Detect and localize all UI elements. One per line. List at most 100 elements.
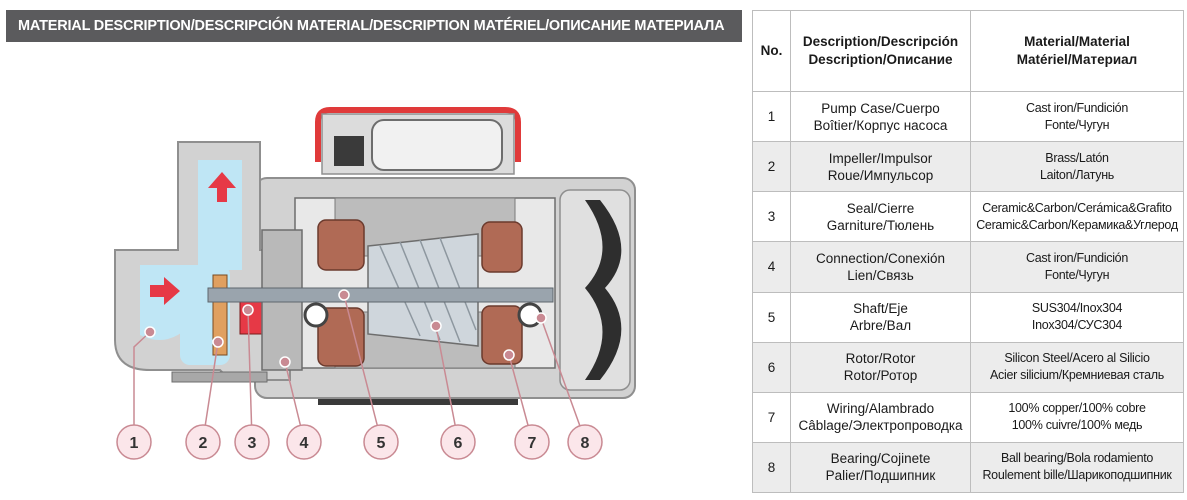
row-description-line-2: Rotor/Ротор bbox=[843, 368, 918, 384]
row-material-line-2: Fonte/Чугун bbox=[1044, 267, 1110, 282]
capacitor bbox=[371, 119, 503, 171]
row-material-line-2: 100% cuivre/100% медь bbox=[1011, 418, 1143, 433]
callout-3: 3 bbox=[234, 424, 270, 460]
header-material-line-2: Matériel/Материал bbox=[1016, 52, 1138, 67]
header-description-line-2: Description/Описание bbox=[808, 52, 953, 67]
row-no: 8 bbox=[752, 441, 791, 494]
row-description-line-1: Rotor/Rotor bbox=[845, 351, 916, 367]
row-description-line-2: Lien/Связь bbox=[847, 267, 914, 283]
table-header-row: No. Description/Descripción Description/… bbox=[752, 10, 1184, 92]
callout-label-6: 6 bbox=[454, 435, 463, 452]
header-material-line-1: Material/Material bbox=[1024, 34, 1130, 49]
callout-8: 8 bbox=[567, 424, 603, 460]
tie-bolt bbox=[171, 371, 268, 383]
row-material-line-1: Cast iron/Fundición bbox=[1026, 250, 1128, 265]
row-description-line-1: Wiring/Alambrado bbox=[826, 401, 935, 417]
callout-label-8: 8 bbox=[581, 435, 590, 452]
callout-label-4: 4 bbox=[300, 435, 309, 452]
outlet-flow-arrow-icon bbox=[208, 172, 236, 202]
material-table: No. Description/Descripción Description/… bbox=[752, 10, 1184, 494]
callout-1: 1 bbox=[116, 424, 152, 460]
winding-left-top bbox=[317, 219, 365, 271]
row-material-line-1: SUS304/Inox304 bbox=[1031, 301, 1123, 316]
row-description-line-1: Impeller/Impulsor bbox=[828, 150, 933, 166]
page-title: MATERIAL DESCRIPTION/DESCRIPCIÓN MATERIA… bbox=[6, 10, 742, 42]
row-no: 2 bbox=[752, 141, 791, 193]
cooling-fan bbox=[585, 200, 622, 380]
shaft bbox=[207, 287, 554, 303]
winding-right-bottom bbox=[481, 305, 523, 365]
callout-label-3: 3 bbox=[248, 435, 257, 452]
row-material: 100% copper/100% cobre 100% cuivre/100% м… bbox=[970, 391, 1184, 443]
row-description-line-2: Roue/Импульсор bbox=[827, 167, 934, 183]
row-material-line-2: Laiton/Латунь bbox=[1039, 167, 1115, 182]
bearing-front bbox=[303, 302, 329, 328]
header-description-line-1: Description/Descripción bbox=[802, 34, 959, 49]
header-no: No. bbox=[752, 10, 791, 92]
row-material-line-1: Ball bearing/Bola rodamiento bbox=[1000, 451, 1154, 466]
row-description-line-2: Câblage/Электропроводка bbox=[798, 418, 963, 434]
row-material-line-1: Cast iron/Fundición bbox=[1026, 100, 1128, 115]
row-description-line-1: Pump Case/Cuerpo bbox=[821, 100, 940, 116]
row-description-line-2: Boîtier/Корпус насоса bbox=[813, 117, 948, 133]
row-material-line-2: Roulement bille/Шарикоподшипник bbox=[982, 468, 1172, 483]
row-no: 1 bbox=[752, 90, 791, 143]
header-material: Material/Material Matériel/Материал bbox=[970, 10, 1184, 92]
callout-label-5: 5 bbox=[377, 435, 386, 452]
pump-cutaway-diagram: 1 2 3 4 5 6 7 8 bbox=[114, 107, 636, 460]
row-no: 5 bbox=[752, 291, 791, 343]
row-description-line-1: Shaft/Eje bbox=[853, 301, 908, 317]
callout-7: 7 bbox=[514, 424, 550, 460]
row-description-line-2: Palier/Подшипник bbox=[825, 468, 936, 484]
terminal-block bbox=[334, 136, 364, 166]
row-description-line-1: Connection/Conexión bbox=[815, 250, 946, 266]
row-material-line-2: Ceramic&Carbon/Керамика&Углерод bbox=[976, 217, 1178, 232]
callout-label-7: 7 bbox=[528, 435, 537, 452]
row-no: 3 bbox=[752, 191, 791, 243]
row-material-line-1: 100% copper/100% cobre bbox=[1008, 401, 1146, 416]
row-material-line-2: Inox304/СУС304 bbox=[1031, 318, 1123, 333]
callout-6: 6 bbox=[440, 424, 476, 460]
row-description-line-1: Bearing/Cojinete bbox=[830, 451, 931, 467]
row-description-line-1: Seal/Cierre bbox=[846, 200, 915, 216]
row-material-line-2: Fonte/Чугун bbox=[1044, 117, 1110, 132]
row-material-line-1: Silicon Steel/Acero al Silicio bbox=[1004, 351, 1150, 366]
row-description-line-2: Arbre/Вал bbox=[849, 318, 912, 334]
callout-5: 5 bbox=[363, 424, 399, 460]
row-material-line-1: Brass/Latón bbox=[1045, 150, 1109, 165]
callout-2: 2 bbox=[185, 424, 221, 460]
callout-4: 4 bbox=[286, 424, 322, 460]
row-no: 7 bbox=[752, 391, 791, 443]
header-description: Description/Descripción Description/Опис… bbox=[790, 10, 971, 92]
row-material-line-1: Ceramic&Carbon/Cerámica&Grafito bbox=[982, 200, 1172, 215]
inlet-flow-arrow-icon bbox=[150, 277, 180, 305]
callout-label-2: 2 bbox=[199, 435, 208, 452]
row-description-line-2: Garniture/Тюлень bbox=[826, 217, 935, 233]
motor-terminal-cover bbox=[315, 107, 521, 162]
winding-left-bottom bbox=[317, 307, 365, 367]
row-no: 4 bbox=[752, 241, 791, 293]
winding-right-top bbox=[481, 221, 523, 273]
row-no: 6 bbox=[752, 341, 791, 393]
